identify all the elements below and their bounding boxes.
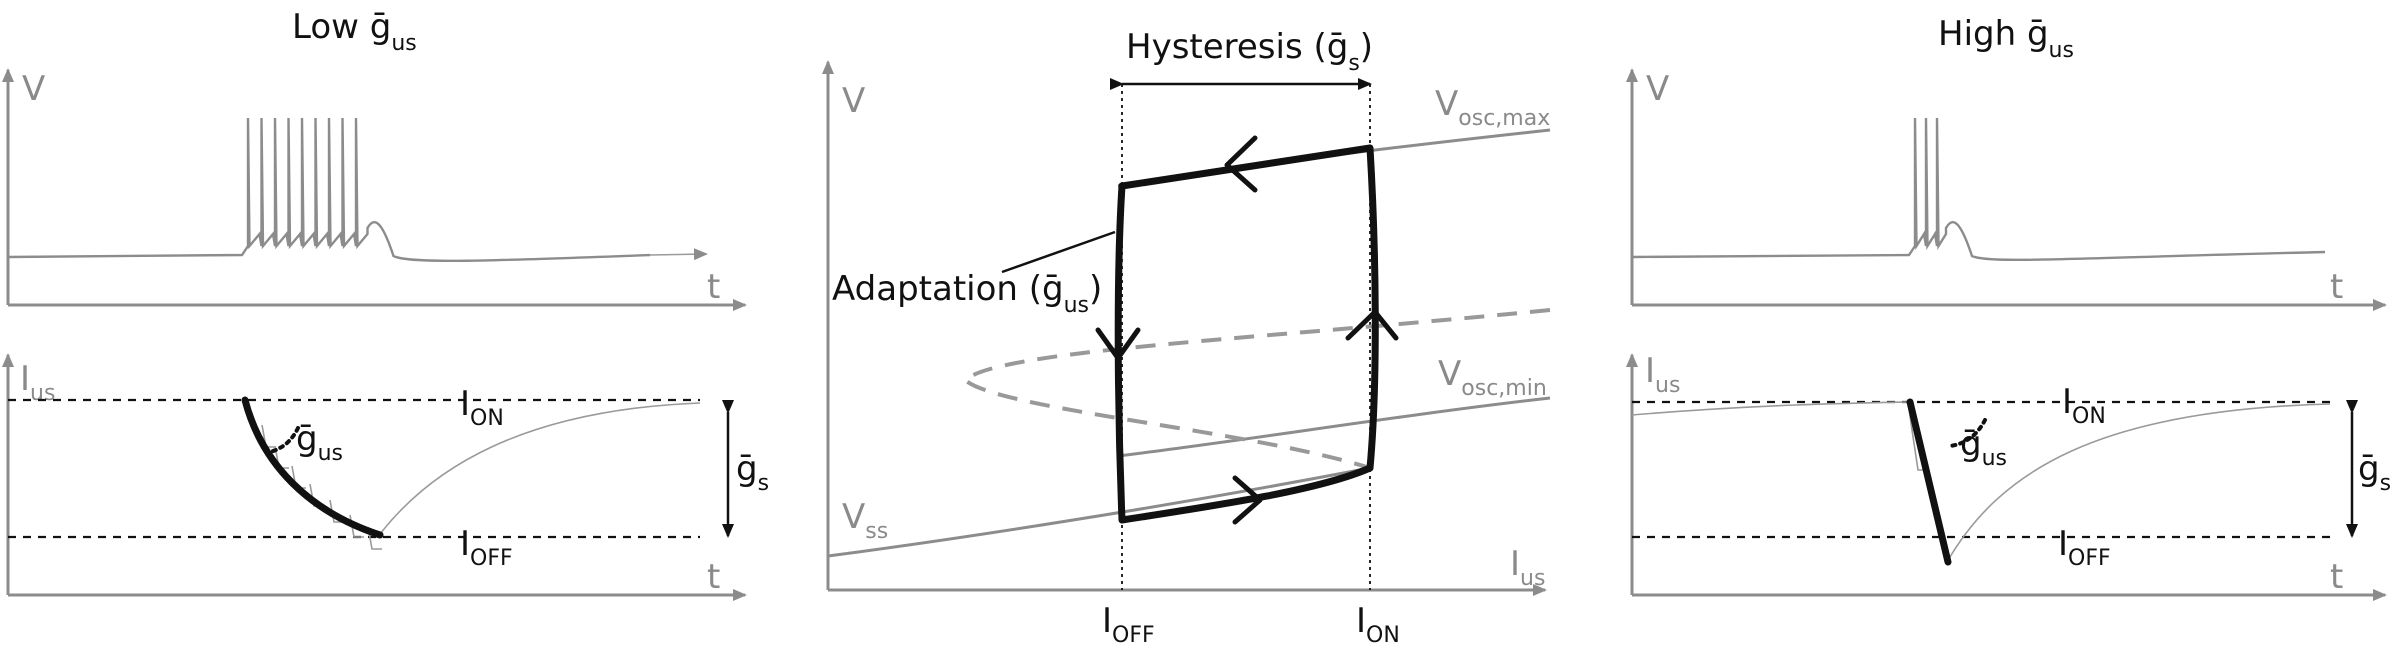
right-current-baseline (1631, 401, 1909, 416)
right-gus-label: ḡus (1960, 424, 2007, 471)
left-top-ylabel: V (22, 69, 45, 109)
vosc-min-branch (1117, 396, 1551, 458)
right-title: High ḡus (1938, 14, 2074, 63)
left-title: Low ḡus (292, 7, 417, 56)
left-current-recovery (379, 402, 701, 535)
right-gs-label: ḡs (2358, 449, 2391, 496)
middle-ioff-label: IOFF (1102, 601, 1155, 648)
unstable-branch (961, 308, 1551, 470)
right-adaptation-line (1906, 398, 1952, 566)
middle-ion-label: ION (1356, 601, 1400, 648)
left-voltage-trace (7, 117, 651, 263)
adaptation-pointer (1001, 230, 1116, 274)
right-ion-label: ION (2062, 382, 2106, 429)
left-bottom-ylabel: Ius (20, 359, 55, 406)
hysteresis-loop (1114, 144, 1379, 524)
right-bottom-xlabel: t (2330, 557, 2343, 597)
left-ion-label: ION (460, 384, 504, 431)
right-angle-arc (1948, 418, 1987, 448)
left-panel: Low ḡus V t Ius t ION IOFF ḡus ḡs (1, 7, 769, 601)
right-bottom-ylabel: Ius (1645, 351, 1680, 398)
right-current-recovery (1946, 403, 2331, 563)
left-trace-arrow (649, 248, 708, 261)
left-gs-label: ḡs (736, 449, 769, 496)
right-ioff-label: IOFF (2058, 524, 2111, 571)
right-top-xlabel: t (2330, 267, 2343, 307)
middle-title: Hysteresis (ḡs) (1126, 27, 1373, 76)
middle-panel: V Ius Hysteresis (ḡs) Vosc,max Vosc,min … (822, 27, 1551, 648)
vosc-max-label: Vosc,max (1435, 84, 1550, 131)
left-bottom-xlabel: t (707, 557, 720, 597)
loop-arrow-top (1224, 135, 1258, 193)
middle-xlabel: Ius (1510, 544, 1545, 591)
loop-arrow-right (1345, 309, 1399, 341)
left-adaptation-curve (241, 396, 384, 539)
vosc-min-label: Vosc,min (1438, 354, 1547, 401)
vss-label: Vss (842, 497, 888, 544)
middle-ylabel: V (842, 81, 865, 121)
left-gus-label: ḡus (296, 419, 343, 466)
right-panel: High ḡus V t Ius t ION IOFF ḡus ḡs (1626, 14, 2391, 601)
right-top-ylabel: V (1646, 69, 1669, 109)
left-angle-arc (268, 426, 300, 454)
loop-arrow-left (1095, 327, 1141, 361)
right-voltage-trace (1631, 117, 2326, 262)
vss-branch (827, 466, 1371, 558)
left-top-xlabel: t (707, 267, 720, 307)
adaptation-label: Adaptation (ḡus) (832, 269, 1102, 318)
loop-arrow-bottom (1232, 475, 1263, 525)
left-ioff-label: IOFF (460, 524, 513, 571)
